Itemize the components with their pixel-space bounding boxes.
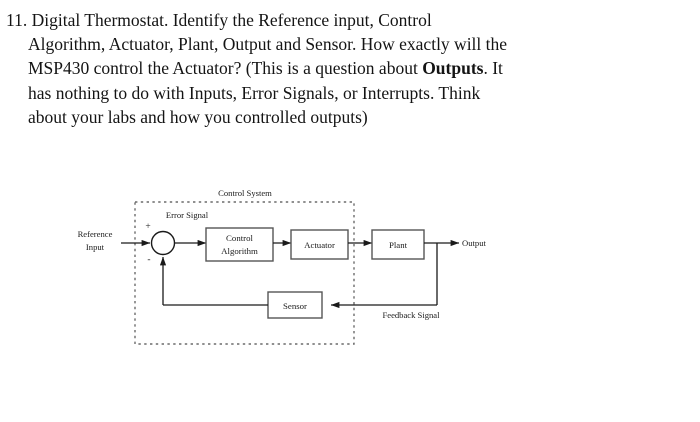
- control-algorithm-label-line1: Control: [226, 233, 253, 243]
- control-algorithm-block: [205, 227, 274, 262]
- reference-input-label-line1: Reference: [78, 229, 113, 239]
- output-label: Output: [462, 238, 486, 248]
- question-line-3-tail: . It: [483, 58, 503, 79]
- actuator-label: Actuator: [304, 240, 335, 250]
- question-line-1: 11. Digital Thermostat. Identify the Ref…: [6, 10, 432, 30]
- summing-junction: [150, 230, 176, 256]
- control-system-boundary: [134, 201, 355, 345]
- question-line-5: about your labs and how you controlled o…: [28, 106, 368, 127]
- summing-junction-minus-sign: -: [147, 255, 150, 265]
- question-line-3: MSP430 control the Actuator? (This is a …: [6, 56, 694, 80]
- plant-block: [371, 229, 425, 260]
- control-system-block-diagram: Control System Reference Input + - Error…: [0, 168, 700, 368]
- control-algorithm-label-line2: Algorithm: [221, 246, 258, 256]
- feedback-signal-label: Feedback Signal: [382, 310, 440, 320]
- question-line-4: has nothing to do with Inputs, Error Sig…: [28, 82, 481, 103]
- reference-input-label-line2: Input: [86, 242, 105, 252]
- question-line-2: Algorithm, Actuator, Plant, Output and S…: [28, 34, 508, 55]
- summing-junction-plus-sign: +: [145, 222, 150, 232]
- question-line-3-head: MSP430 control the Actuator? (This is a …: [28, 58, 423, 79]
- actuator-block: [290, 229, 349, 260]
- question-text-block: 11. Digital Thermostat. Identify the Ref…: [6, 8, 694, 129]
- control-system-title: Control System: [218, 188, 272, 198]
- question-emphasis-outputs: Outputs: [422, 58, 484, 79]
- sensor-label: Sensor: [283, 301, 307, 311]
- plant-label: Plant: [389, 240, 408, 250]
- error-signal-label: Error Signal: [166, 210, 209, 220]
